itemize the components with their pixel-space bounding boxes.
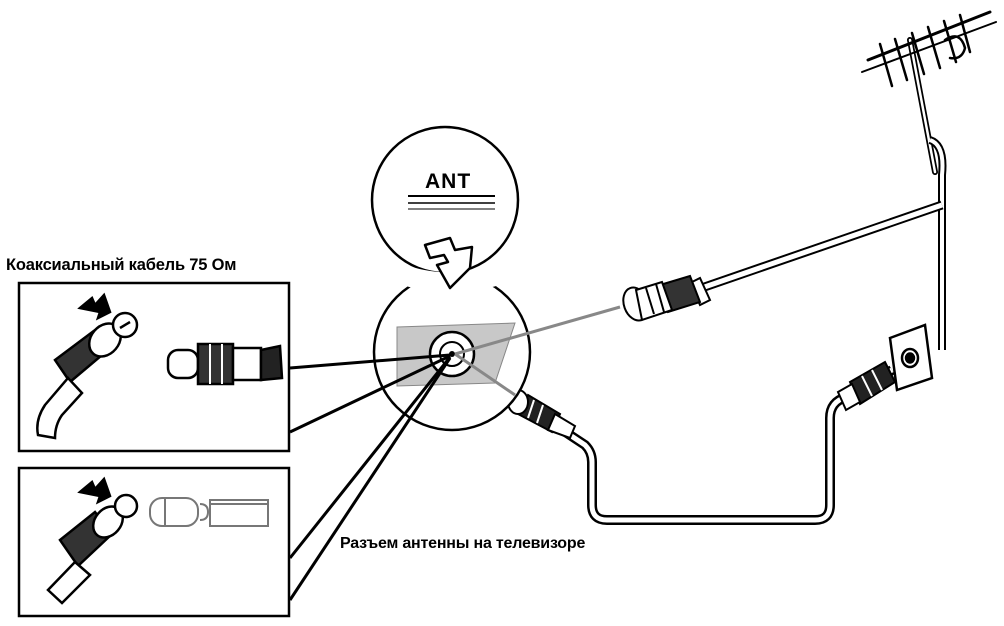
socket-caption: Разъем антенны на телевизоре <box>340 535 586 552</box>
patch-plug-wall <box>836 360 897 412</box>
cable-title: Коаксиальный кабель 75 Ом <box>6 256 237 274</box>
ant-label: ANT <box>425 170 472 193</box>
coax-plug-angled-icon <box>36 292 139 440</box>
coax-plug-straight-icon <box>166 342 284 386</box>
plug-pin-icon <box>149 497 269 527</box>
patch-cable <box>517 365 895 525</box>
antenna-icon <box>861 10 997 175</box>
plug-tip-icon <box>46 476 139 605</box>
pointer-lines <box>288 353 452 601</box>
direction-arrow-icon <box>423 236 474 290</box>
antenna-coax-plug <box>622 274 712 322</box>
wall-antenna-socket <box>888 323 934 392</box>
patch-plug-tv <box>507 389 577 440</box>
